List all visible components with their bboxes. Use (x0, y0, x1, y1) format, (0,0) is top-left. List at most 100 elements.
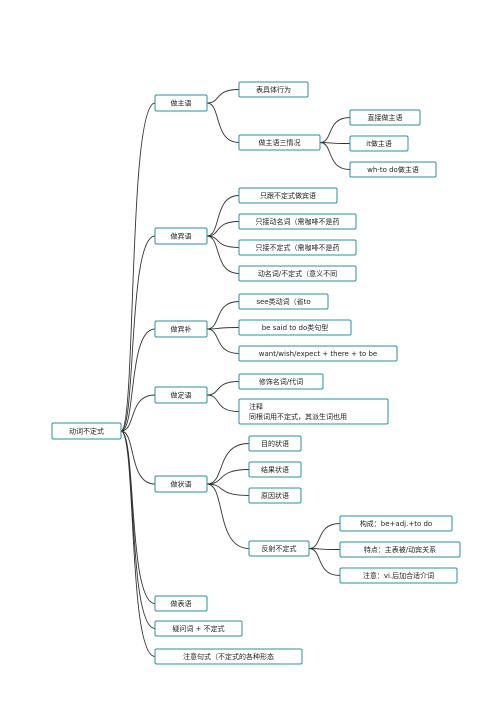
node-z1[interactable]: 表具体行为 (238, 81, 309, 98)
node-d1[interactable]: 修饰名词/代词 (238, 373, 324, 390)
node-box (238, 345, 398, 362)
node-label: 直接做主语 (368, 113, 403, 122)
node-b3[interactable]: 只接不定式（需咖啡不是药 (238, 239, 357, 256)
node-label: 做主语 (171, 99, 192, 108)
node-box (248, 461, 302, 478)
node-label: 做表语 (171, 599, 192, 608)
node-box (238, 213, 357, 230)
connector-z2-to-z2a (319, 117, 351, 143)
node-label: 动词不定式 (69, 427, 104, 436)
node-z2c[interactable]: wh-to do做主语 (349, 161, 437, 178)
node-box (154, 595, 208, 612)
node-box (238, 373, 324, 390)
node-z2[interactable]: 做主语三情况 (238, 134, 321, 151)
node-box (154, 386, 208, 404)
node-p3[interactable]: want/wish/expect + there + to be (238, 345, 398, 362)
node-s4a[interactable]: 构成：be+adj.+to do (339, 515, 453, 532)
connector-root-to-zhuyu (120, 102, 156, 432)
connector-zhuangyu-to-s2 (206, 469, 250, 485)
connector-dingyu-to-d1 (206, 381, 240, 396)
connector-zhuyu-to-z1 (206, 89, 240, 104)
node-b1[interactable]: 只跟不定式做宾语 (238, 187, 338, 204)
connector-binbu-to-p2 (206, 327, 240, 330)
node-p2[interactable]: be said to do类句型 (238, 319, 352, 336)
node-z2b[interactable]: it做主语 (349, 135, 409, 152)
node-s4[interactable]: 反射不定式 (248, 540, 310, 557)
node-box (238, 134, 321, 151)
node-biaoyu[interactable]: 做表语 (154, 595, 208, 612)
node-zhuyi[interactable]: 注意句式（不定式的各种形态 (154, 648, 303, 665)
node-box (154, 320, 208, 338)
node-label: 做宾语 (171, 232, 192, 241)
node-b2[interactable]: 只接动名词（需咖啡不是药 (238, 213, 357, 230)
node-dingyu[interactable]: 做定语 (154, 386, 208, 404)
node-label: 表具体行为 (256, 85, 291, 94)
node-binyu[interactable]: 做宾语 (154, 227, 208, 245)
node-box (349, 135, 409, 152)
node-box (248, 435, 302, 452)
node-label: 注意句式（不定式的各种形态 (183, 652, 274, 661)
node-yiwen[interactable]: 疑问词 + 不定式 (154, 620, 243, 637)
node-b4[interactable]: 动名词/不定式（意义不同 (238, 265, 357, 282)
node-label: 疑问词 + 不定式 (172, 624, 224, 633)
node-s3[interactable]: 原因状语 (248, 487, 302, 504)
node-s2[interactable]: 结果状语 (248, 461, 302, 478)
node-root[interactable]: 动词不定式 (51, 422, 122, 440)
connector-binbu-to-p1 (206, 301, 240, 330)
node-s4c[interactable]: 注意：vi.后加合适介词 (339, 567, 458, 584)
node-label: 原因状语 (261, 491, 289, 500)
node-label: 做定语 (171, 391, 192, 400)
connector-zhuyu-to-z2 (206, 102, 240, 143)
node-label: 做状语 (171, 480, 192, 489)
node-label: 反射不定式 (262, 544, 297, 553)
node-label: 注释 (249, 402, 263, 411)
connector-z2-to-z2c (319, 142, 351, 170)
node-label: want/wish/expect + there + to be (259, 350, 378, 358)
node-box (349, 161, 437, 178)
connector-root-to-zhuyi (120, 430, 156, 657)
node-box (238, 187, 338, 204)
node-label: 特点：主表被/动宾关系 (364, 545, 436, 554)
node-box (154, 648, 303, 665)
node-zhuyu[interactable]: 做主语 (154, 94, 208, 112)
node-label: 构成：be+adj.+to do (360, 519, 432, 528)
node-box (248, 540, 310, 557)
node-label: 目的状语 (261, 439, 289, 448)
node-label-line2: 同根词用不定式，其派生词也用 (249, 412, 347, 421)
node-box (238, 265, 357, 282)
node-label: be said to do类句型 (262, 323, 329, 332)
node-box (339, 515, 453, 532)
node-s1[interactable]: 目的状语 (248, 435, 302, 452)
node-label: 修饰名词/代词 (259, 377, 303, 386)
connector-root-to-binyu (120, 235, 156, 432)
node-box (154, 475, 208, 493)
connector-root-to-zhuangyu (120, 430, 156, 485)
node-label: 只接不定式（需咖啡不是药 (256, 243, 340, 252)
connector-s4-to-s4b (308, 548, 341, 550)
node-binbu[interactable]: 做宾补 (154, 320, 208, 338)
node-label: wh-to do做主语 (367, 165, 419, 174)
node-label: it做主语 (366, 139, 392, 148)
node-box (238, 319, 352, 336)
node-s4b[interactable]: 特点：主表被/动宾关系 (339, 541, 461, 558)
node-label: 动名词/不定式（意义不同 (258, 269, 337, 278)
connector-lines (120, 89, 351, 657)
connector-s4-to-s4c (308, 548, 341, 576)
node-box (339, 541, 461, 558)
connector-zhuangyu-to-s3 (206, 483, 250, 496)
node-label: 结果状语 (261, 465, 289, 474)
connector-s4-to-s4a (308, 523, 341, 549)
connector-binyu-to-b2 (206, 221, 240, 237)
node-label: 做宾补 (171, 325, 192, 334)
node-zhuangyu[interactable]: 做状语 (154, 475, 208, 493)
node-label: 注意：vi.后加合适介词 (363, 571, 434, 580)
node-label: see类动词（省to (256, 297, 310, 306)
node-p1[interactable]: see类动词（省to (238, 293, 329, 310)
node-box (238, 293, 329, 310)
node-z2a[interactable]: 直接做主语 (349, 109, 421, 126)
node-box (238, 81, 309, 98)
connector-root-to-dingyu (120, 394, 156, 432)
node-box (339, 567, 458, 584)
